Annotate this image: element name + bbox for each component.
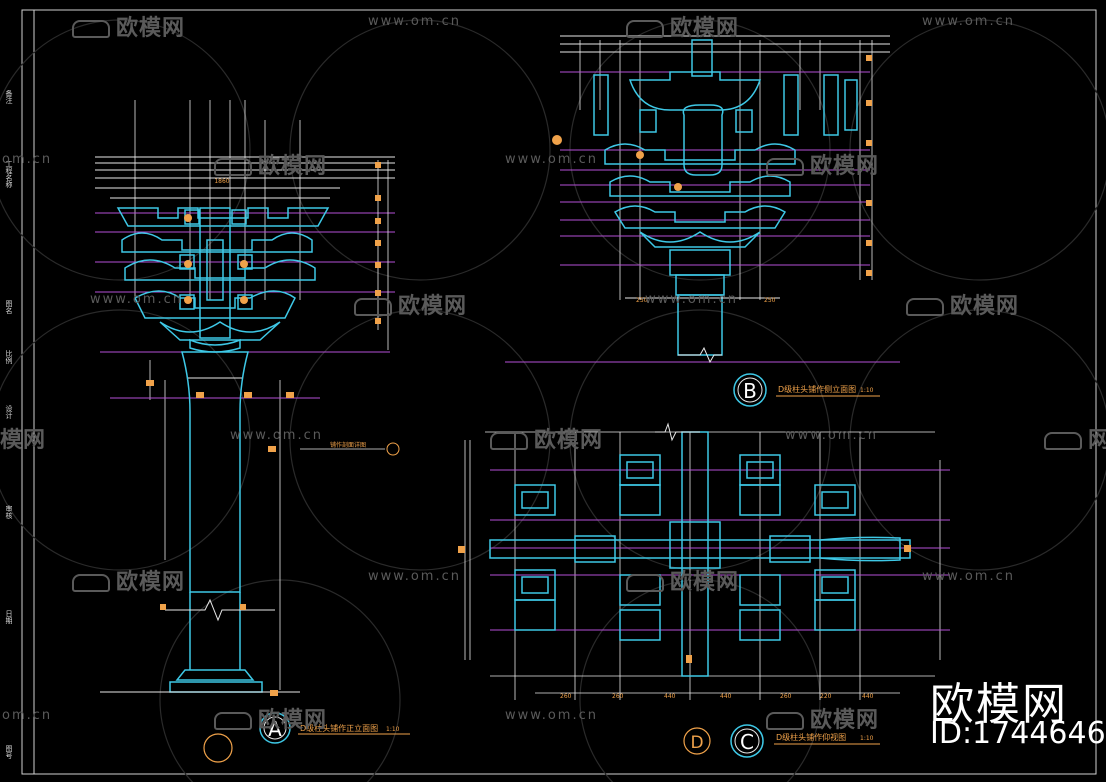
watermark-url: www.om.cn (785, 428, 878, 443)
dim-side-bottom-0: 250 (636, 297, 648, 304)
section-tag-label: 铺作剖面详图 (330, 441, 366, 449)
view-c-title: D级柱头铺作仰视图 (776, 732, 846, 742)
dim-plan-1: 260 (612, 693, 624, 700)
watermark-url: www.om.cn (505, 152, 598, 167)
sidebar-label-7: 图号 (5, 745, 13, 759)
view-c-letter: C (740, 730, 754, 754)
view-b-side-elevation: 250 250 (505, 35, 900, 364)
watermark-brand: 欧模网 (906, 288, 1019, 320)
watermark-brand: 欧模网 (214, 148, 327, 180)
drawing-frame (21, 9, 1097, 775)
sofa-icon (906, 298, 944, 316)
watermark-url: www.om.cn (368, 14, 461, 29)
watermark-url: www.om.cn (90, 292, 183, 307)
watermark-url: www.om.cn (230, 428, 323, 443)
sofa-icon (626, 20, 664, 38)
view-a-front-elevation: 1860 (95, 100, 395, 696)
sofa-icon (490, 432, 528, 450)
view-c-plan-view: 260 260 440 440 260 220 440 (458, 422, 950, 700)
sofa-icon (214, 712, 252, 730)
watermark-brand: 欧模网 (490, 422, 603, 454)
sofa-icon (766, 712, 804, 730)
sofa-icon (1044, 432, 1082, 450)
watermark-url: www.om.cn (645, 292, 738, 307)
dim-front-top: 1860 (214, 178, 229, 185)
view-a-letter: A (268, 717, 282, 741)
watermark-brand: 欧模网 (72, 10, 185, 42)
sidebar-label-5: 审核 (5, 505, 13, 519)
sofa-icon (214, 158, 252, 176)
watermark-brand: 欧模网 (766, 148, 879, 180)
dim-plan-5: 220 (820, 693, 832, 700)
view-d-marker: D (683, 727, 711, 755)
section-tag: 铺作剖面详图 (300, 441, 400, 456)
dim-side-bottom-1: 250 (764, 297, 776, 304)
watermark-brand-partial: 网 (1044, 422, 1106, 454)
view-b-scale: 1:10 (860, 387, 874, 394)
dim-plan-0: 260 (560, 693, 572, 700)
view-c-scale: 1:10 (860, 735, 874, 742)
plan-bottom-dims: 260 260 440 440 260 220 440 (560, 693, 874, 700)
view-a-scale: 1:10 (386, 726, 400, 733)
logo-id: ID:1744646 (930, 716, 1106, 751)
watermark-brand: 欧模网 (354, 288, 467, 320)
watermark-brand: 欧模网 (72, 564, 185, 596)
view-d-letter: D (690, 733, 703, 753)
watermark-url: www.om.cn (922, 14, 1015, 29)
watermark-brand-partial: 模网 (0, 428, 47, 453)
view-a-marker: A D级柱头铺作正立面图 1:10 (203, 712, 410, 763)
sofa-icon (354, 298, 392, 316)
sofa-icon (766, 158, 804, 176)
sidebar-label-0: 备注 (5, 90, 13, 104)
watermark-brand: 欧模网 (766, 702, 879, 734)
watermark-url-partial: om.cn (2, 152, 53, 167)
dim-plan-4: 260 (780, 693, 792, 700)
sidebar-label-6: 日期 (5, 610, 13, 624)
dim-plan-6: 440 (862, 693, 874, 700)
sidebar-label-4: 设计 (5, 405, 13, 419)
view-a-title: D级柱头铺作正立面图 (300, 723, 378, 733)
watermark-url: www.om.cn (505, 708, 598, 723)
view-b-marker: B D级柱头铺作侧立面图 1:10 (733, 373, 880, 407)
watermark-brand: 欧模网 (626, 10, 739, 42)
watermark-brand: 欧模网 (214, 702, 327, 734)
sofa-icon (72, 20, 110, 38)
watermark-url: www.om.cn (368, 569, 461, 584)
dim-plan-2: 440 (664, 693, 676, 700)
watermark-url: www.om.cn (922, 569, 1015, 584)
logo-brand: 欧模网 (930, 679, 1068, 730)
watermark-brand: 欧模网 (626, 564, 739, 596)
sofa-icon (72, 574, 110, 592)
view-c-marker: C D级柱头铺作仰视图 1:10 (730, 724, 880, 758)
view-b-title: D级柱头铺作侧立面图 (778, 384, 856, 394)
sidebar-label-2: 图名 (5, 300, 13, 314)
sidebar-label-1: 工程名称 (5, 160, 13, 188)
sidebar-label-3: 比例 (5, 350, 13, 364)
sofa-icon (626, 574, 664, 592)
view-b-letter: B (743, 379, 757, 403)
dim-plan-3: 440 (720, 693, 732, 700)
watermark-url-partial: om.cn (2, 708, 53, 723)
